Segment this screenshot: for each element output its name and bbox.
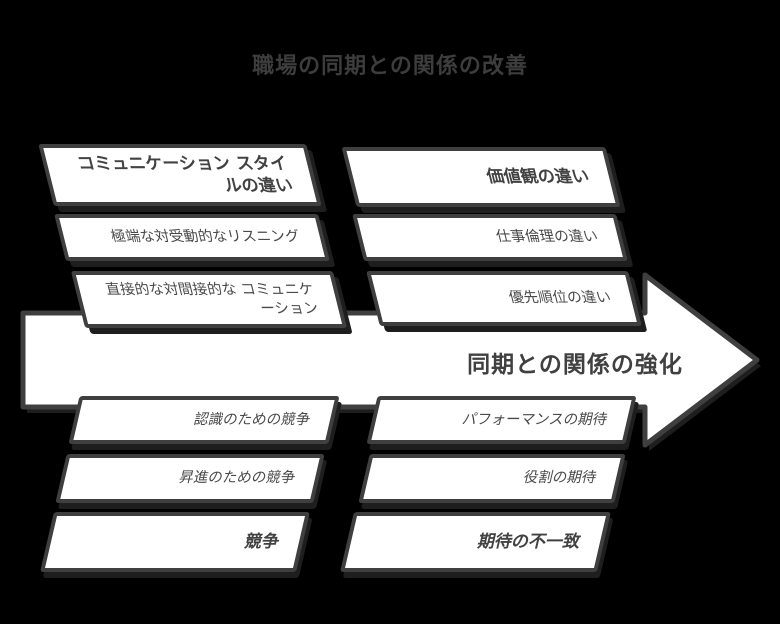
arrow-label: 同期との関係の強化 [467, 352, 683, 378]
box-label: 極端な対受動的なリスニング [109, 229, 302, 246]
box-competition: 競争 [40, 512, 310, 572]
box-label: コミュニケーション スタイルの違い [75, 153, 296, 196]
box-competition-for-promotion: 昇進のための競争 [55, 454, 325, 503]
box-label: 価値観の違い [484, 166, 592, 187]
box-label: 競争 [242, 531, 282, 552]
box-label: 昇進のための競争 [177, 470, 297, 487]
box-label: 直接的な対間接的な コミュニケーション [103, 281, 321, 317]
box-communication-style-difference: コミュニケーション スタイルの違い [38, 144, 322, 206]
box-priorities-difference: 優先順位の違い [366, 271, 642, 326]
box-role-expectations: 役割の期待 [358, 454, 626, 503]
box-label: パフォーマンスの期待 [460, 411, 609, 428]
box-mismatched-expectations: 期待の不一致 [340, 512, 611, 572]
box-label: 優先順位の違い [507, 290, 613, 307]
box-direct-vs-indirect-communication: 直接的な対間接的な コミュニケーション [70, 271, 348, 328]
box-values-difference: 価値観の違い [341, 147, 621, 207]
diagram-title: 職場の同期との関係の改善 [252, 54, 528, 79]
box-competition-for-recognition: 認識のための競争 [68, 396, 340, 444]
box-extreme-vs-passive-listening: 極端な対受動的なリスニング [54, 214, 330, 261]
box-performance-expectations: パフォーマンスの期待 [366, 396, 637, 444]
box-label: 仕事倫理の違い [494, 229, 600, 246]
box-label: 認識のための競争 [192, 411, 312, 428]
box-work-ethic-difference: 仕事倫理の違い [352, 214, 628, 261]
box-label: 期待の不一致 [475, 531, 583, 552]
box-label: 役割の期待 [521, 470, 598, 487]
